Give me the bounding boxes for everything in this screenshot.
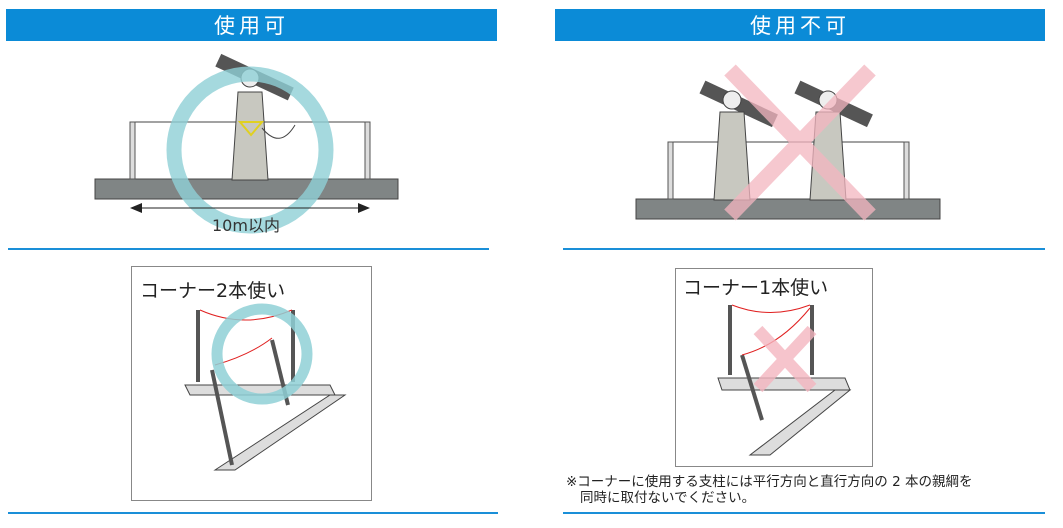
ok-scene	[94, 53, 399, 234]
worker-figure	[699, 80, 778, 201]
caution-note: ※コーナーに使用する支柱には平行方向と直行方向の 2 本の親綱を 同時に取付ない…	[566, 474, 972, 506]
unusable-header: 使用不可	[555, 9, 1045, 41]
ng-cross	[724, 64, 876, 221]
note-line-1: ※コーナーに使用する支柱には平行方向と直行方向の 2 本の親綱を	[566, 474, 973, 490]
distance-label: 10m以内	[212, 216, 280, 235]
divider	[8, 248, 489, 250]
corner-two-scene	[184, 303, 347, 471]
ng-scene	[635, 64, 941, 221]
note-line-2: 同時に取付ないでください。	[580, 490, 756, 506]
usable-header: 使用可	[6, 9, 497, 41]
ng-cross	[753, 325, 817, 393]
divider	[563, 512, 1045, 514]
corner-two-label: コーナー2本使い	[140, 280, 286, 302]
divider	[563, 248, 1045, 250]
corner-one-scene	[717, 304, 852, 456]
corner-one-label: コーナー1本使い	[683, 277, 829, 299]
ok-circle	[166, 66, 334, 234]
ok-circle	[211, 303, 313, 405]
divider	[8, 512, 498, 514]
